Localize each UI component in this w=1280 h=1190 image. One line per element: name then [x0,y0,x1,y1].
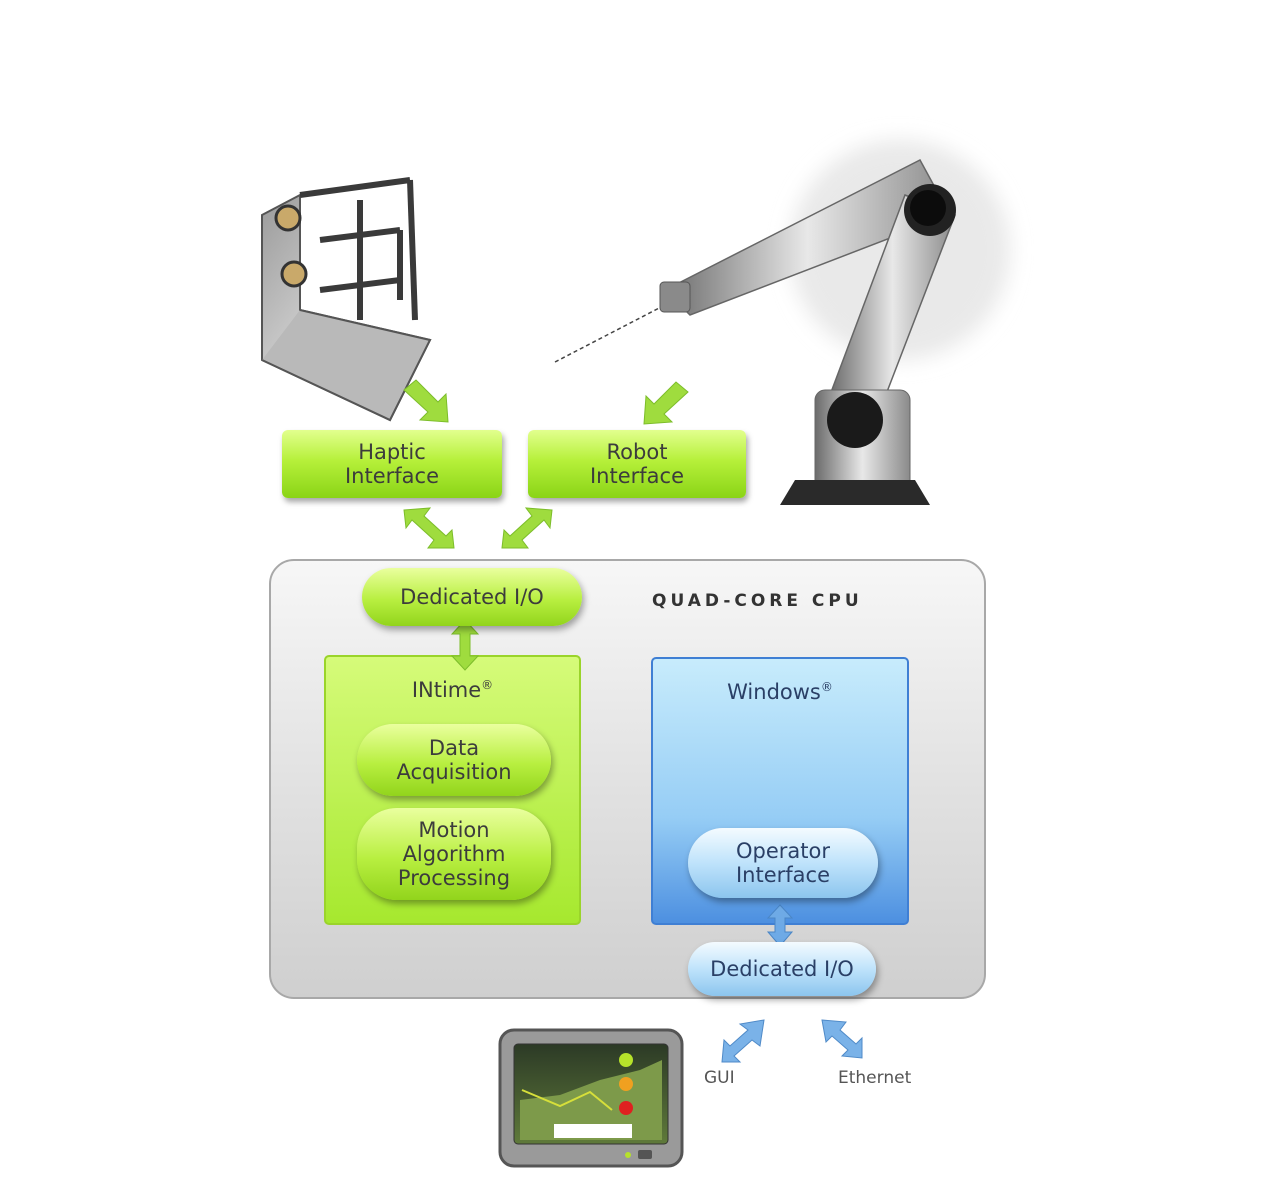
monitor-illustration [498,1028,684,1168]
intime-title-text: INtime [411,678,482,702]
windows-title: Windows® [652,680,908,704]
data-acquisition-pill: Data Acquisition [357,724,551,796]
arrows-top [403,379,689,425]
operator-interface-label: Operator Interface [735,839,831,887]
dedicated-io-bottom: Dedicated I/O [688,942,876,996]
robot-interface-label: Robot Interface [589,440,685,488]
arrow-haptic-cpu [403,507,455,549]
gui-label: GUI [704,1068,735,1088]
cpu-label: QUAD-CORE CPU [652,591,863,611]
windows-title-text: Windows [727,680,821,704]
ethernet-label: Ethernet [838,1068,912,1088]
motion-processing-label: Motion Algorithm Processing [397,818,511,890]
arrow-robot-down [643,381,689,425]
data-acquisition-label: Data Acquisition [396,736,512,784]
arrow-haptic-down [403,379,449,423]
arrow-ethernet [821,1019,863,1059]
dedicated-io-top-label: Dedicated I/O [400,585,544,609]
arrow-io-intime [450,619,480,671]
robot-arm-illustration [554,140,1010,505]
haptic-interface-label: Haptic Interface [344,440,440,488]
robot-interface-box: Robot Interface [528,430,746,498]
intime-title: INtime® [325,678,580,702]
haptic-device-illustration [261,177,432,422]
windows-registered-mark: ® [820,680,833,694]
motion-processing-pill: Motion Algorithm Processing [357,808,551,900]
intime-registered-mark: ® [481,678,494,692]
arrow-gui [721,1019,765,1063]
dedicated-io-top: Dedicated I/O [362,568,582,626]
operator-interface-pill: Operator Interface [688,828,878,898]
dedicated-io-bottom-label: Dedicated I/O [710,957,854,981]
arrow-robot-cpu [501,507,553,549]
haptic-interface-box: Haptic Interface [282,430,502,498]
